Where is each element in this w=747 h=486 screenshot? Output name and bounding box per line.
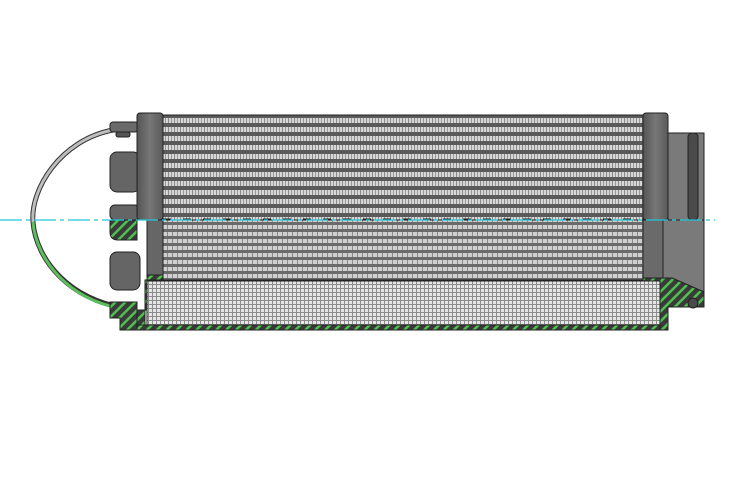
handle-pivot [109, 121, 139, 133]
right-section-hatch [642, 277, 705, 331]
left-bottom-section [109, 301, 138, 331]
left-lug-upper [109, 151, 141, 193]
handle-wire-inner [31, 128, 114, 223]
support-core-section [146, 280, 661, 326]
o-ring [687, 132, 699, 221]
pleat-pack-lower [162, 219, 644, 281]
left-end-cap-lower [146, 219, 164, 276]
left-lug-section [109, 219, 138, 241]
right-end-cap [642, 112, 669, 221]
bottom-section-strip [136, 324, 668, 331]
handle-pivot-pin [115, 131, 131, 138]
outlet-spigot [667, 132, 705, 221]
pleat-pack-upper [162, 114, 644, 221]
left-lug-mid [109, 204, 141, 221]
left-lug-lower [109, 251, 141, 291]
handle-wire-section [31, 221, 121, 310]
right-end-cap-lower [642, 219, 664, 279]
o-ring-section [687, 297, 699, 309]
left-end-cap [136, 112, 164, 221]
